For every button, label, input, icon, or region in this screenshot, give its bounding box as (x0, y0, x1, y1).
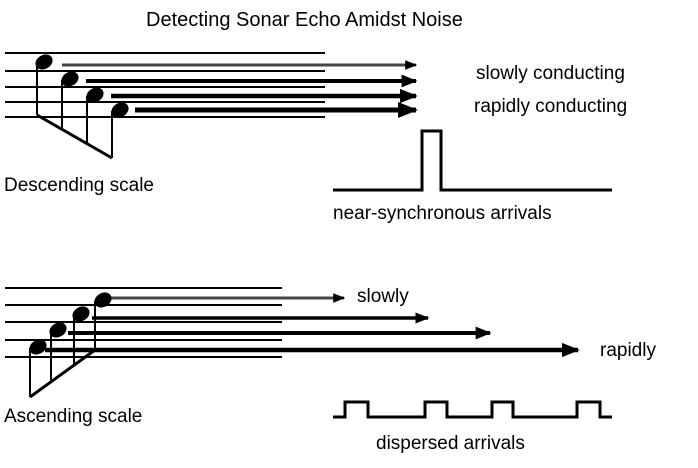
descending-staff (5, 52, 325, 118)
ascending-notes (29, 292, 112, 399)
diagram-title: Detecting Sonar Echo Amidst Noise (146, 9, 463, 31)
descending-arrows (62, 60, 418, 118)
descending-scale-label: Descending scale (4, 175, 154, 196)
dispersed-pulses (333, 400, 612, 419)
synchronous-pulse (333, 129, 612, 192)
rapidly-label: rapidly (600, 340, 656, 361)
slowly-label: slowly (357, 286, 409, 307)
near-synchronous-label: near-synchronous arrivals (333, 203, 552, 224)
slowly-conducting-label: slowly conducting (476, 63, 625, 84)
rapidly-conducting-label: rapidly conducting (474, 96, 628, 117)
ascending-arrows (45, 293, 580, 358)
ascending-scale-label: Ascending scale (4, 406, 143, 427)
descending-notes (35, 54, 129, 160)
dispersed-arrivals-label: dispersed arrivals (376, 433, 525, 454)
